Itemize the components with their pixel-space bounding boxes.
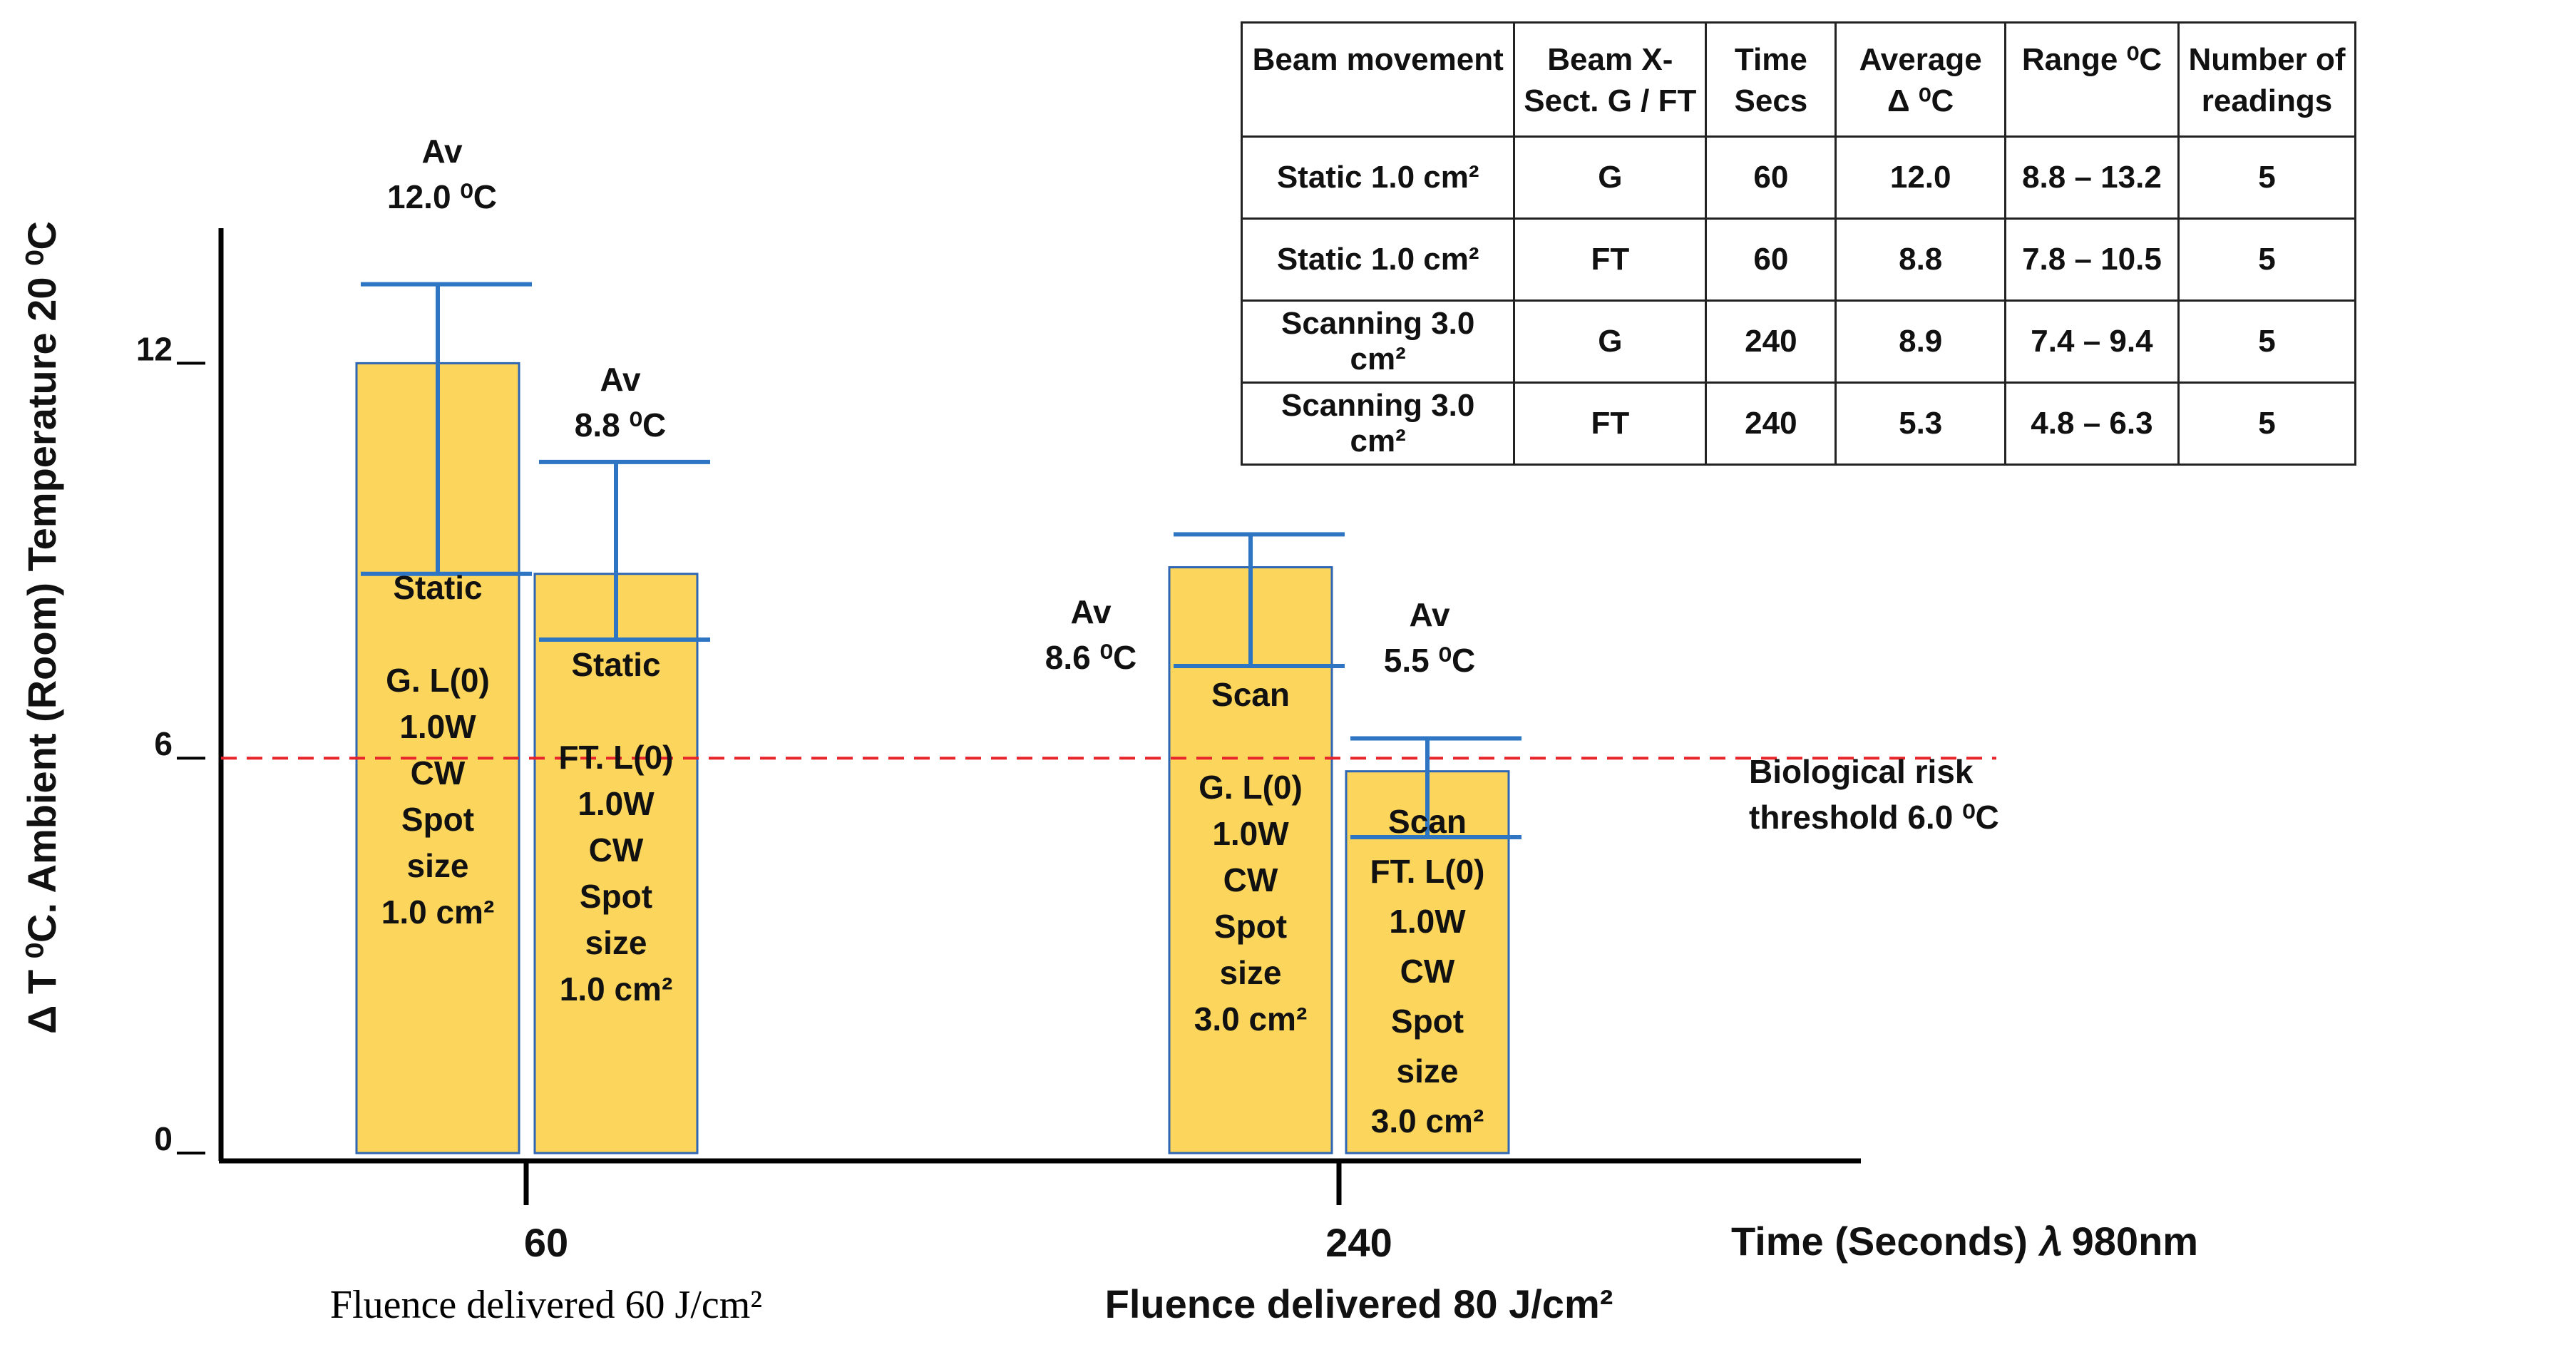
table-cell: 5 (2177, 381, 2356, 466)
table-cell: 4.8 – 6.3 (2003, 381, 2180, 466)
avg-label-3-line-2: 8.6 ⁰C (1045, 639, 1136, 676)
table-header-cell: Beam X-Sect. G / FT (1513, 21, 1708, 138)
table-cell: 5 (2177, 135, 2356, 220)
bar-2-text-line-3: FT. L(0) (559, 739, 674, 776)
avg-label-1-line-2: 12.0 ⁰C (387, 178, 497, 215)
threshold-label-line-1: Biological risk (1749, 753, 1974, 790)
bar-2-text-line-6: Spot (580, 878, 652, 915)
bar-4-text-line-2: FT. L(0) (1370, 853, 1485, 890)
bar-1-text-line-8: 1.0 cm² (381, 893, 495, 931)
table-cell: 60 (1705, 135, 1837, 220)
bar-1-text-line-1: Static (393, 569, 482, 606)
bar-3-text-line-1: Scan (1211, 676, 1290, 713)
bar-2-text-line-4: 1.0W (578, 785, 655, 822)
table-cell: G (1513, 135, 1708, 220)
bar-3-text-line-6: Spot (1214, 908, 1287, 945)
bar-4-text-line-3: 1.0W (1389, 903, 1466, 940)
bar-1-text-line-7: size (407, 847, 469, 884)
bar-4-text-line-6: size (1397, 1052, 1459, 1090)
bar-4-text-line-1: Scan (1388, 803, 1467, 840)
bar-3-text-line-4: 1.0W (1212, 815, 1289, 852)
table-cell: Scanning 3.0 cm² (1240, 299, 1516, 384)
table-cell: 5 (2177, 217, 2356, 302)
y-tick-label-2: 6 (154, 725, 173, 762)
table-cell: 240 (1705, 299, 1837, 384)
bar-3-text-line-7: size (1220, 954, 1282, 991)
table-cell: 8.9 (1834, 299, 2006, 384)
bar-4-text-line-4: CW (1400, 953, 1455, 990)
table-header-cell: Range ⁰C (2003, 21, 2180, 138)
avg-label-4-line-1: Av (1409, 596, 1450, 633)
table-cell: Static 1.0 cm² (1240, 135, 1516, 220)
table-cell: 7.8 – 10.5 (2003, 217, 2180, 302)
x-group-caption-1: Fluence delivered 60 J/cm² (330, 1283, 762, 1327)
y-tick-label-1: 0 (154, 1120, 173, 1157)
table-cell: 60 (1705, 217, 1837, 302)
avg-label-1-line-1: Av (421, 133, 463, 170)
table-cell: 5.3 (1834, 381, 2006, 466)
table-header-cell: Number of readings (2177, 21, 2356, 138)
bar-2 (533, 573, 699, 1154)
x-tick-label-2: 240 (1325, 1220, 1392, 1265)
y-axis-title: Δ T ⁰C. Ambient (Room) Temperature 20 ⁰C (19, 221, 64, 1034)
table-cell: FT (1513, 381, 1708, 466)
table-cell: Static 1.0 cm² (1240, 217, 1516, 302)
x-group-caption-2: Fluence delivered 80 J/cm² (1105, 1281, 1613, 1326)
bar-3-text-line-3: G. L(0) (1199, 769, 1303, 806)
bar-2-text-line-1: Static (571, 646, 660, 683)
table-cell: Scanning 3.0 cm² (1240, 381, 1516, 466)
table-header-cell: Average Δ ⁰C (1834, 21, 2006, 138)
table-cell: G (1513, 299, 1708, 384)
bar-2-text-line-7: size (585, 924, 647, 961)
table-cell: 8.8 (1834, 217, 2006, 302)
table-cell: FT (1513, 217, 1708, 302)
table-cell: 7.4 – 9.4 (2003, 299, 2180, 384)
avg-label-4-line-2: 5.5 ⁰C (1384, 642, 1475, 679)
y-tick-label-3: 12 (136, 330, 173, 367)
threshold-label-line-2: threshold 6.0 ⁰C (1749, 799, 1999, 836)
bar-3-text-line-5: CW (1223, 861, 1278, 898)
bar-1-text-line-3: G. L(0) (386, 662, 490, 699)
bar-2-text-line-8: 1.0 cm² (560, 970, 673, 1008)
bar-2-text-line-5: CW (589, 831, 644, 869)
bar-4-text-line-7: 3.0 cm² (1371, 1102, 1484, 1139)
table-header-cell: Beam movement (1240, 21, 1516, 138)
bar-1-text-line-4: 1.0W (399, 708, 476, 745)
bar-1-text-line-5: CW (411, 754, 466, 792)
bar-4-text-line-5: Spot (1391, 1003, 1464, 1040)
table-cell: 5 (2177, 299, 2356, 384)
table-header-cell: Time Secs (1705, 21, 1837, 138)
bar-1-text-line-6: Spot (401, 801, 474, 838)
table-cell: 12.0 (1834, 135, 2006, 220)
x-axis-title: Time (Seconds) 𝜆 980nm (1731, 1219, 2198, 1264)
avg-label-3-line-1: Av (1070, 593, 1112, 630)
avg-label-2-line-2: 8.8 ⁰C (575, 406, 666, 444)
table-cell: 240 (1705, 381, 1837, 466)
table-cell: 8.8 – 13.2 (2003, 135, 2180, 220)
x-tick-label-1: 60 (524, 1220, 568, 1265)
avg-label-2-line-1: Av (600, 361, 641, 398)
bar-3-text-line-8: 3.0 cm² (1194, 1000, 1308, 1038)
